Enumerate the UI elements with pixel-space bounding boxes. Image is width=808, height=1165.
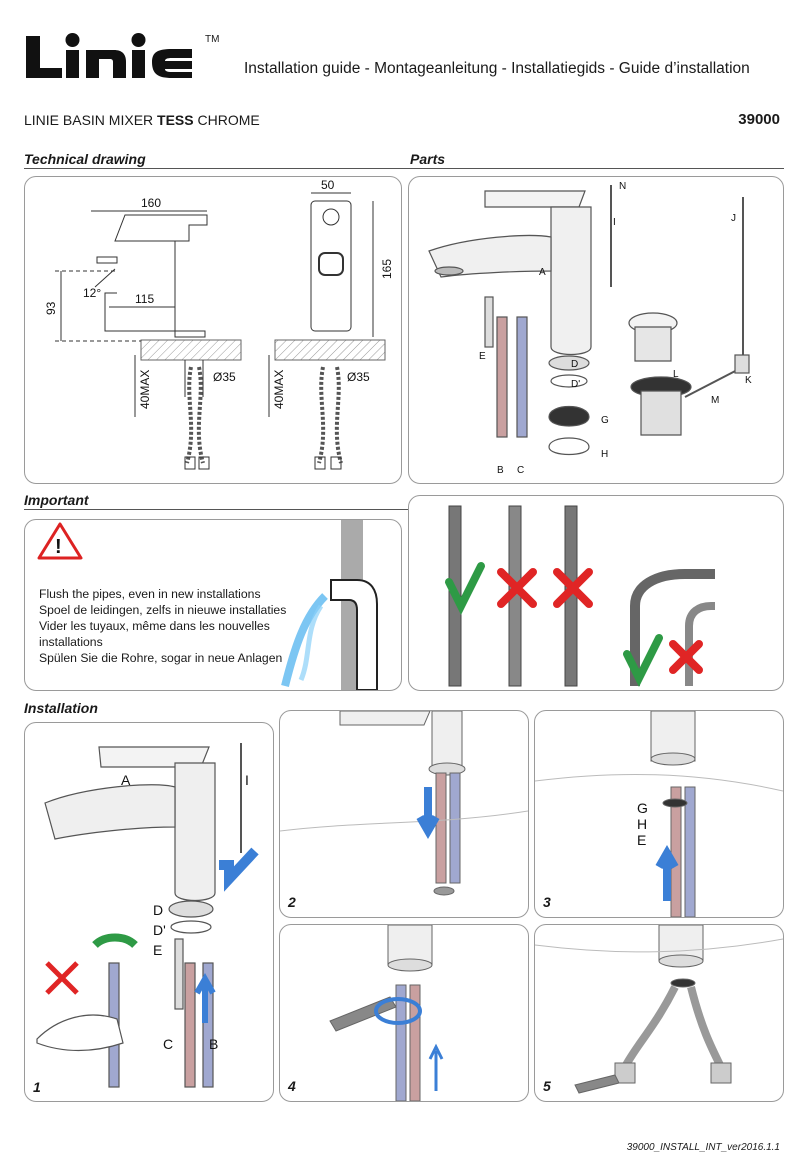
dim-165: 165 bbox=[380, 259, 394, 279]
section-parts-title: Parts bbox=[410, 151, 446, 167]
step-number-4: 4 bbox=[288, 1078, 296, 1094]
part-label-b: B bbox=[497, 465, 504, 476]
step-4-illustration bbox=[329, 925, 444, 1101]
dim-diameter-35-front: Ø35 bbox=[347, 370, 370, 384]
check-mark-2 bbox=[623, 634, 663, 687]
flush-line-en: Flush the pipes, even in new installatio… bbox=[39, 587, 261, 601]
part-label-a: A bbox=[539, 267, 546, 278]
important-flush-panel: ! Flush the pipes, even in new installat… bbox=[24, 519, 402, 691]
parts-drawing: N I J A E D D' L K M G H B C bbox=[428, 181, 752, 476]
install-step-2-panel: 2 bbox=[279, 710, 529, 918]
trademark: TM bbox=[205, 34, 220, 45]
part-label-c: C bbox=[517, 465, 524, 476]
product-name: LINIE BASIN MIXER TESS CHROME bbox=[24, 112, 260, 128]
guide-title: Installation guide - Montageanleitung - … bbox=[244, 60, 750, 77]
svg-text:!: ! bbox=[55, 536, 62, 558]
document-version: 39000_INSTALL_INT_ver2016.1.1 bbox=[626, 1142, 780, 1153]
install-step-4-panel: 4 bbox=[279, 924, 529, 1102]
install-step-3-panel: G H E 3 bbox=[534, 710, 784, 918]
flush-illustration: ! bbox=[37, 520, 378, 690]
step-1-illustration: A I D D' E C B bbox=[36, 743, 259, 1088]
warning-icon bbox=[37, 522, 83, 560]
step1-label-b: B bbox=[209, 1036, 218, 1052]
flush-instructions: Flush the pipes, even in new installatio… bbox=[39, 586, 309, 666]
part-label-e: E bbox=[479, 351, 486, 362]
part-label-i: I bbox=[613, 217, 616, 228]
install-step-1-panel: A I D D' E C B 1 bbox=[24, 722, 274, 1102]
step-number-1: 1 bbox=[33, 1079, 41, 1095]
dim-40max-front: 40MAX bbox=[272, 370, 286, 409]
technical-drawing-panel: 160 50 93 12° 115 165 Ø35 Ø35 40MAX 40MA… bbox=[24, 176, 402, 484]
step1-label-a: A bbox=[121, 772, 131, 788]
part-label-h: H bbox=[601, 449, 608, 460]
dim-93: 93 bbox=[44, 301, 58, 315]
flush-line-fr: Vider les tuyaux, même dans les nouvelle… bbox=[39, 619, 270, 649]
cross-mark-1 bbox=[497, 568, 537, 608]
part-label-j: J bbox=[731, 213, 736, 224]
step-number-3: 3 bbox=[543, 894, 551, 910]
section-important-title: Important bbox=[24, 492, 89, 508]
product-code: 39000 bbox=[738, 111, 780, 128]
linie-logo bbox=[26, 33, 192, 78]
part-label-n: N bbox=[619, 181, 626, 192]
divider bbox=[24, 509, 784, 510]
section-installation-title: Installation bbox=[24, 700, 98, 716]
part-label-l: L bbox=[673, 369, 679, 380]
part-label-d-prime: D' bbox=[571, 379, 580, 390]
check-mark-1 bbox=[445, 562, 485, 615]
dim-115: 115 bbox=[135, 292, 154, 306]
step-5-illustration bbox=[535, 925, 783, 1094]
part-label-k: K bbox=[745, 375, 752, 386]
step-number-5: 5 bbox=[543, 1078, 551, 1094]
hose-do-dont-illustration bbox=[445, 505, 715, 687]
step3-label-e: E bbox=[637, 832, 646, 848]
dim-40max-side: 40MAX bbox=[138, 370, 152, 409]
step-3-illustration: G H E bbox=[535, 711, 783, 917]
dim-50: 50 bbox=[321, 178, 335, 192]
step-2-illustration bbox=[280, 711, 528, 896]
divider bbox=[24, 168, 784, 169]
step1-label-i: I bbox=[245, 772, 249, 788]
dim-160: 160 bbox=[141, 196, 161, 210]
part-label-g: G bbox=[601, 415, 609, 426]
step-number-2: 2 bbox=[288, 894, 296, 910]
technical-drawing: 160 50 93 12° 115 165 Ø35 Ø35 40MAX 40MA… bbox=[44, 178, 394, 470]
step1-label-e: E bbox=[153, 942, 162, 958]
step3-label-g: G bbox=[637, 800, 648, 816]
step1-label-c: C bbox=[163, 1036, 173, 1052]
dim-diameter-35-side: Ø35 bbox=[213, 370, 236, 384]
important-hose-panel bbox=[408, 495, 784, 691]
flush-line-de: Spülen Sie die Rohre, sogar in neue Anla… bbox=[39, 651, 283, 665]
step1-label-d-prime: D' bbox=[153, 922, 166, 938]
flush-line-nl: Spoel de leidingen, zelfs in nieuwe inst… bbox=[39, 603, 287, 617]
part-label-d: D bbox=[571, 359, 578, 370]
cross-mark-2 bbox=[553, 568, 593, 608]
step3-label-h: H bbox=[637, 816, 647, 832]
cross-mark-3 bbox=[669, 640, 703, 674]
section-technical-title: Technical drawing bbox=[24, 151, 146, 167]
dim-12deg: 12° bbox=[83, 286, 101, 300]
parts-panel: N I J A E D D' L K M G H B C bbox=[408, 176, 784, 484]
install-step-5-panel: 5 bbox=[534, 924, 784, 1102]
step1-label-d: D bbox=[153, 902, 163, 918]
part-label-m: M bbox=[711, 395, 719, 406]
